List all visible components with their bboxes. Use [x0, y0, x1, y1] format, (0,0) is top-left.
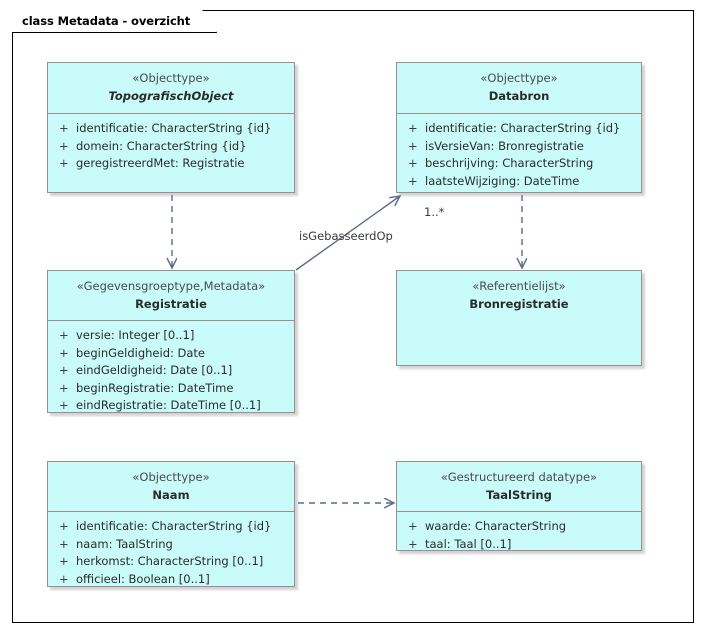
- attribute-visibility: +: [59, 328, 69, 342]
- attribute-row: + versie: Integer [0..1]: [48, 327, 294, 345]
- attribute-row: + identificatie: CharacterString {id}: [397, 120, 641, 138]
- attribute-visibility: +: [408, 519, 418, 533]
- class-name: Registratie: [135, 297, 207, 311]
- attribute-visibility: +: [59, 156, 69, 170]
- class-attributes-topografischobject: + identificatie: CharacterString {id} + …: [48, 114, 294, 179]
- diagram-frame-tab: class Metadata - overzicht: [12, 10, 217, 33]
- attribute-text: geregistreerdMet: Registratie: [76, 156, 245, 170]
- attribute-row: + laatsteWijziging: DateTime: [397, 173, 641, 191]
- attribute-text: isVersieVan: Bronregistratie: [425, 138, 584, 153]
- attribute-row: + herkomst: CharacterString [0..1]: [48, 553, 294, 571]
- edge-label-isgebasseerdop: isGebasseerdOp: [299, 229, 393, 243]
- attribute-visibility: +: [59, 554, 69, 568]
- class-box-databron[interactable]: «Objecttype» Databron + identificatie: C…: [396, 62, 642, 193]
- attribute-text: naam: TaalString: [76, 536, 173, 551]
- attribute-row: + eindGeldigheid: Date [0..1]: [48, 362, 294, 380]
- class-box-bronregistratie[interactable]: «Referentielijst» Bronregistratie: [396, 270, 642, 366]
- attribute-row: + identificatie: CharacterString {id}: [48, 120, 294, 138]
- attribute-visibility: +: [408, 138, 418, 153]
- class-box-taalstring[interactable]: «Gestructureerd datatype» TaalString + w…: [396, 461, 642, 551]
- class-attributes-naam: + identificatie: CharacterString {id} + …: [48, 512, 294, 594]
- class-attributes-taalstring: + waarde: CharacterString + taal: Taal […: [397, 512, 641, 559]
- attribute-row: + naam: TaalString: [48, 536, 294, 554]
- attribute-visibility: +: [408, 536, 418, 551]
- attribute-visibility: +: [408, 156, 418, 170]
- attribute-text: herkomst: CharacterString [0..1]: [76, 554, 264, 568]
- attribute-visibility: +: [59, 363, 69, 377]
- class-header-naam: «Objecttype» Naam: [48, 462, 294, 512]
- attribute-visibility: +: [59, 398, 69, 412]
- class-name: Databron: [488, 89, 550, 103]
- attribute-text: identificatie: CharacterString {id}: [76, 121, 272, 135]
- attribute-text: waarde: CharacterString: [425, 519, 567, 533]
- attribute-visibility: +: [59, 536, 69, 551]
- class-name: Naam: [152, 488, 190, 502]
- class-header-databron: «Objecttype» Databron: [397, 63, 641, 114]
- attribute-row: + identificatie: CharacterString {id}: [48, 518, 294, 536]
- attribute-row: + domein: CharacterString {id}: [48, 138, 294, 156]
- class-stereotype: «Referentielijst»: [472, 279, 566, 293]
- attribute-row: + taal: Taal [0..1]: [397, 536, 641, 554]
- attribute-text: laatsteWijziging: DateTime: [425, 173, 580, 188]
- attribute-row: + eindRegistratie: DateTime [0..1]: [48, 397, 294, 415]
- attribute-text: identificatie: CharacterString {id}: [76, 519, 272, 533]
- class-header-registratie: «Gegevensgroeptype,Metadata» Registratie: [48, 271, 294, 321]
- class-header-bronregistratie: «Referentielijst» Bronregistratie: [397, 271, 641, 321]
- diagram-title: class Metadata - overzicht: [22, 14, 191, 28]
- class-name: TaalString: [486, 488, 552, 502]
- attribute-visibility: +: [59, 138, 69, 153]
- attribute-text: beginGeldigheid: Date: [76, 345, 206, 360]
- class-box-topografischobject[interactable]: «Objecttype» TopografischObject + identi…: [47, 62, 295, 193]
- attribute-text: beschrijving: CharacterString: [425, 156, 594, 170]
- attribute-text: eindRegistratie: DateTime [0..1]: [76, 398, 261, 412]
- attribute-visibility: +: [59, 571, 69, 586]
- attribute-row: + geregistreerdMet: Registratie: [48, 155, 294, 173]
- attribute-text: versie: Integer [0..1]: [76, 328, 195, 342]
- diagram-frame: [12, 10, 694, 623]
- attribute-visibility: +: [59, 519, 69, 533]
- class-name: Bronregistratie: [469, 297, 569, 311]
- class-stereotype: «Gestructureerd datatype»: [440, 470, 598, 484]
- attribute-visibility: +: [408, 121, 418, 135]
- attribute-row: + beginRegistratie: DateTime: [48, 380, 294, 398]
- attribute-text: taal: Taal [0..1]: [425, 536, 512, 551]
- attribute-row: + beginGeldigheid: Date: [48, 345, 294, 363]
- attribute-text: beginRegistratie: DateTime: [76, 380, 234, 395]
- attribute-row: + waarde: CharacterString: [397, 518, 641, 536]
- class-box-registratie[interactable]: «Gegevensgroeptype,Metadata» Registratie…: [47, 270, 295, 413]
- class-name: TopografischObject: [108, 89, 234, 103]
- class-header-topografischobject: «Objecttype» TopografischObject: [48, 63, 294, 114]
- class-attributes-registratie: + versie: Integer [0..1] + beginGeldighe…: [48, 321, 294, 421]
- class-stereotype: «Objecttype»: [132, 470, 210, 484]
- class-attributes-databron: + identificatie: CharacterString {id} + …: [397, 114, 641, 196]
- class-stereotype: «Gegevensgroeptype,Metadata»: [76, 279, 266, 293]
- class-stereotype: «Objecttype»: [480, 71, 558, 85]
- attribute-text: identificatie: CharacterString {id}: [425, 121, 621, 135]
- class-box-naam[interactable]: «Objecttype» Naam + identificatie: Chara…: [47, 461, 295, 587]
- attribute-visibility: +: [408, 173, 418, 188]
- attribute-row: + isVersieVan: Bronregistratie: [397, 138, 641, 156]
- edge-label-multiplicity: 1..*: [424, 205, 445, 219]
- class-header-taalstring: «Gestructureerd datatype» TaalString: [397, 462, 641, 512]
- attribute-text: officieel: Boolean [0..1]: [76, 571, 210, 586]
- attribute-text: eindGeldigheid: Date [0..1]: [76, 363, 233, 377]
- attribute-text: domein: CharacterString {id}: [76, 138, 247, 153]
- attribute-visibility: +: [59, 380, 69, 395]
- class-stereotype: «Objecttype»: [132, 71, 210, 85]
- attribute-visibility: +: [59, 121, 69, 135]
- attribute-row: + officieel: Boolean [0..1]: [48, 571, 294, 589]
- attribute-visibility: +: [59, 345, 69, 360]
- attribute-row: + beschrijving: CharacterString: [397, 155, 641, 173]
